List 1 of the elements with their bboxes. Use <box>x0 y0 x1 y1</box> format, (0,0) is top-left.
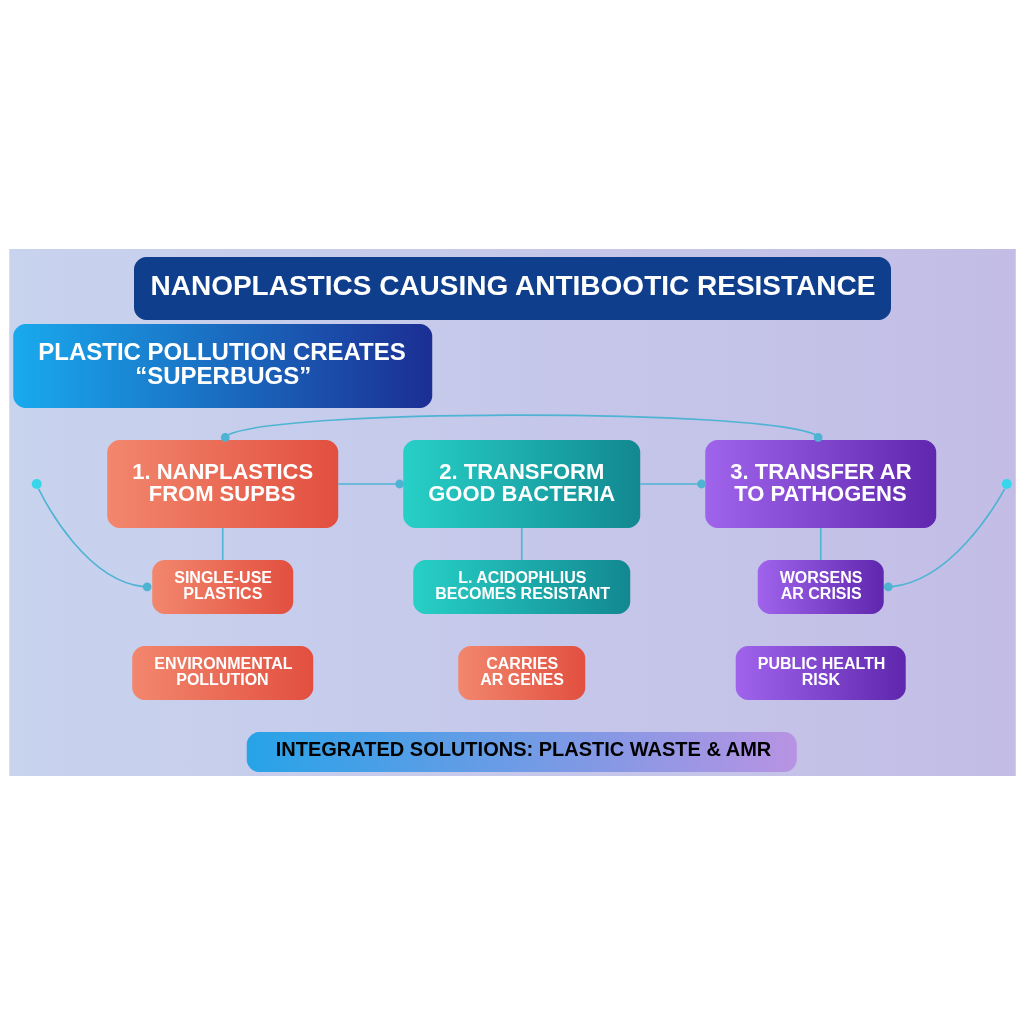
diagram-title: NANOPLASTICS CAUSING ANTIBOOTIC RESISTANCE <box>150 269 875 301</box>
